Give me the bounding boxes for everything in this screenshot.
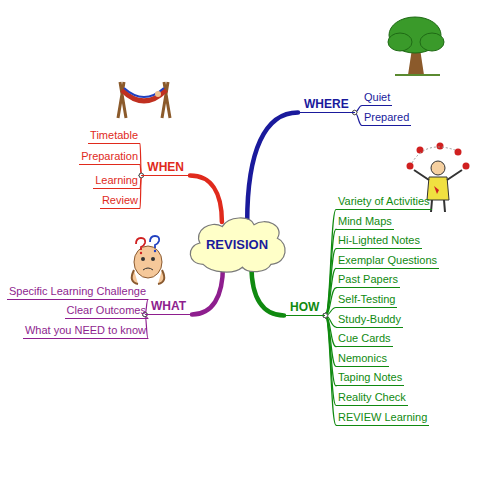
item-label: Variety of Activities bbox=[338, 195, 430, 207]
branch-item: Clear Outcomes bbox=[65, 304, 148, 319]
item-label: What you NEED to know bbox=[25, 324, 146, 336]
branch-heading: HOW bbox=[284, 300, 325, 316]
branch-item: Review bbox=[100, 194, 140, 209]
branch-item: Learning bbox=[93, 174, 140, 189]
branch-item: Specific Learning Challenge bbox=[7, 285, 148, 300]
branch-line bbox=[325, 210, 336, 316]
item-label: Review bbox=[102, 194, 138, 206]
branch-line bbox=[325, 249, 336, 316]
central-topic: REVISION bbox=[206, 237, 268, 252]
branch-item: Study-Buddy bbox=[336, 313, 403, 328]
item-label: Specific Learning Challenge bbox=[9, 285, 146, 297]
branch-line bbox=[140, 176, 141, 209]
branch-item: Past Papers bbox=[336, 273, 400, 288]
branch-item: Exemplar Questions bbox=[336, 254, 439, 269]
item-label: Preparation bbox=[81, 150, 138, 162]
item-label: Hi-Lighted Notes bbox=[338, 234, 420, 246]
branch-label: WHAT bbox=[151, 299, 186, 313]
branch-item: Preparation bbox=[79, 150, 140, 165]
tree-picture bbox=[388, 17, 444, 75]
branch-heading: WHERE bbox=[298, 97, 355, 113]
branch-item: Hi-Lighted Notes bbox=[336, 234, 422, 249]
branch-label: WHEN bbox=[147, 160, 184, 174]
branch-item: Self-Testing bbox=[336, 293, 397, 308]
confused-face-picture bbox=[132, 236, 165, 284]
item-label: Clear Outcomes bbox=[67, 304, 146, 316]
branch-line bbox=[247, 113, 298, 223]
item-label: Exemplar Questions bbox=[338, 254, 437, 266]
branch-label: HOW bbox=[290, 300, 319, 314]
branch-line bbox=[325, 288, 336, 316]
item-label: Mind Maps bbox=[338, 215, 392, 227]
branch-heading: WHAT bbox=[145, 299, 192, 315]
hammock-picture bbox=[118, 82, 170, 118]
branch-item: Quiet bbox=[362, 91, 392, 106]
item-label: Past Papers bbox=[338, 273, 398, 285]
branch-line bbox=[325, 316, 336, 426]
item-label: Cue Cards bbox=[338, 332, 391, 344]
branch-item: REVIEW Learning bbox=[336, 411, 429, 426]
item-label: Self-Testing bbox=[338, 293, 395, 305]
item-label: Quiet bbox=[364, 91, 390, 103]
item-label: Learning bbox=[95, 174, 138, 186]
branch-item: Taping Notes bbox=[336, 371, 404, 386]
item-label: Nemonics bbox=[338, 352, 387, 364]
item-label: Reality Check bbox=[338, 391, 406, 403]
branch-heading: WHEN bbox=[141, 160, 190, 176]
item-label: Study-Buddy bbox=[338, 313, 401, 325]
branch-label: WHERE bbox=[304, 97, 349, 111]
branch-item: Nemonics bbox=[336, 352, 389, 367]
branch-item: What you NEED to know bbox=[23, 324, 148, 339]
branch-line bbox=[190, 176, 222, 223]
branch-item: Prepared bbox=[362, 111, 411, 126]
branch-item: Cue Cards bbox=[336, 332, 393, 347]
item-label: REVIEW Learning bbox=[338, 411, 427, 423]
branch-line bbox=[325, 229, 336, 315]
item-label: Timetable bbox=[90, 129, 138, 141]
branch-item: Reality Check bbox=[336, 391, 408, 406]
branch-line bbox=[251, 266, 284, 316]
branch-line bbox=[325, 268, 336, 315]
central-cloud: REVISION bbox=[184, 214, 290, 274]
branch-item: Timetable bbox=[88, 129, 140, 144]
branch-line bbox=[192, 266, 223, 315]
branch-item: Variety of Activities bbox=[336, 195, 432, 210]
branch-item: Mind Maps bbox=[336, 215, 394, 230]
item-label: Taping Notes bbox=[338, 371, 402, 383]
item-label: Prepared bbox=[364, 111, 409, 123]
